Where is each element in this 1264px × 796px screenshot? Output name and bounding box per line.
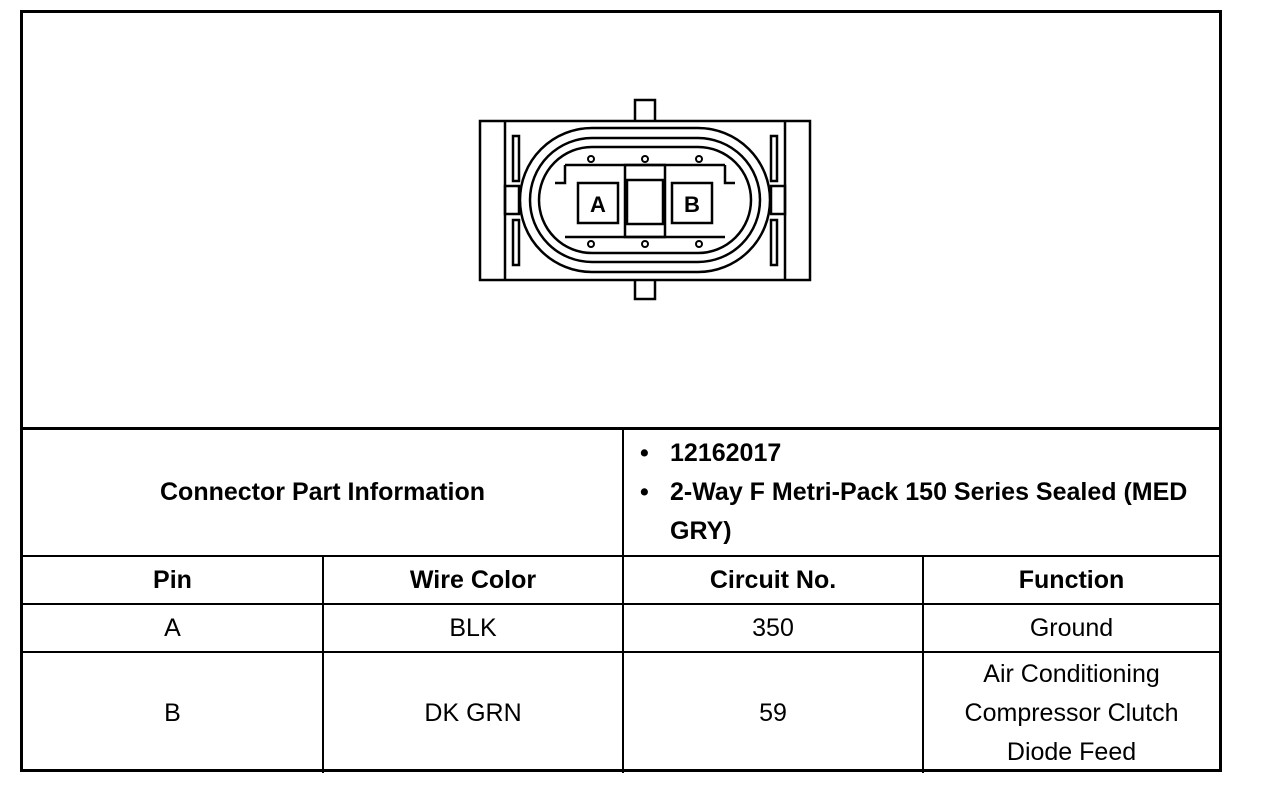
terminal-b-label: B [684, 192, 700, 217]
terminal-b-cavity [670, 181, 714, 225]
part-info-details: 12162017 2-Way F Metri-Pack 150 Series S… [622, 430, 1220, 557]
header-wire-color: Wire Color [321, 555, 625, 605]
connector-info-table: Connector Part Information 12162017 2-Wa… [23, 430, 1220, 773]
left-lower-clip [511, 218, 521, 267]
outer-seal [518, 126, 772, 274]
pin-cell: B [23, 651, 324, 773]
right-lower-clip [769, 218, 779, 267]
terminal-a-cavity [576, 181, 620, 225]
part-info-row: Connector Part Information 12162017 2-Wa… [23, 430, 1220, 557]
wire-color-cell: DK GRN [321, 651, 625, 773]
header-function: Function [922, 555, 1220, 605]
connector-diagram-area: A B [23, 13, 1219, 430]
table-row: B DK GRN 59 Air Conditioning Compressor … [23, 651, 1220, 773]
header-circuit-no: Circuit No. [622, 555, 925, 605]
connector-frame: A B Connector Part Information 12162017 … [20, 10, 1222, 773]
connector-description: 2-Way F Metri-Pack 150 Series Sealed (ME… [640, 473, 1219, 551]
terminal-a-label: A [590, 192, 606, 217]
inner-seal [537, 145, 753, 255]
part-number: 12162017 [640, 434, 1219, 473]
connector-face-diagram: A B [478, 98, 812, 301]
left-upper-clip [511, 134, 521, 183]
table-header-row: Pin Wire Color Circuit No. Function [23, 555, 1220, 605]
right-upper-clip [769, 134, 779, 183]
table-row: A BLK 350 Ground [23, 603, 1220, 653]
pin-cell: A [23, 603, 324, 653]
header-pin: Pin [23, 555, 324, 605]
part-info-list: 12162017 2-Way F Metri-Pack 150 Series S… [624, 430, 1219, 555]
top-latch-tab [633, 98, 657, 124]
circuit-cell: 350 [622, 603, 925, 653]
function-cell: Air Conditioning Compressor Clutch Diode… [922, 651, 1220, 773]
wire-color-cell: BLK [321, 603, 625, 653]
part-info-label: Connector Part Information [23, 430, 625, 557]
middle-seal [528, 136, 762, 264]
circuit-cell: 59 [622, 651, 925, 773]
function-cell: Ground [922, 603, 1220, 653]
